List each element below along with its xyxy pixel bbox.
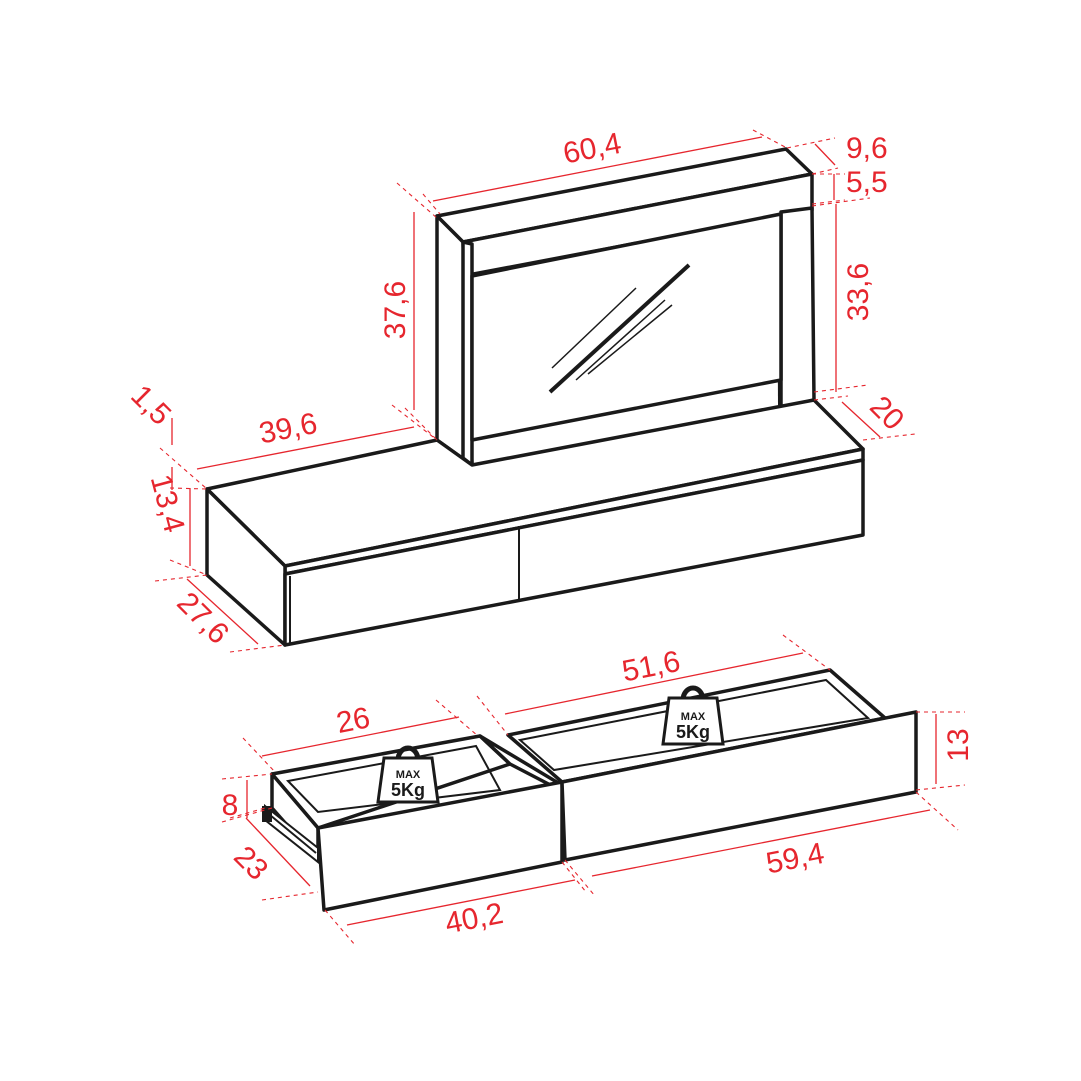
dim-large-drawer-inner-width: 51,6 (619, 645, 683, 689)
dim-cabinet-depth: 27,6 (170, 586, 235, 651)
weight-icon: MAX 5Kg (376, 745, 440, 804)
dimension-lines (154, 129, 966, 946)
dim-top-thickness: 1,5 (124, 379, 177, 432)
dim-small-drawer-inner-width: 26 (334, 701, 373, 740)
dim-mirror-width: 60,4 (560, 127, 624, 171)
dim-small-drawer-height: 8 (222, 789, 239, 822)
dim-large-drawer-height: 13 (942, 728, 975, 761)
mirror-panel (470, 212, 783, 442)
weight-max-label: MAX (396, 769, 421, 781)
mirror-glass (548, 263, 691, 394)
dim-mirror-side-depth: 20 (863, 390, 910, 437)
dim-mirror-inner-height: 33,6 (842, 263, 875, 321)
dim-large-drawer-front-width: 59,4 (763, 837, 827, 881)
cabinet-front (283, 458, 865, 647)
dim-mirror-height: 37,6 (379, 281, 412, 339)
dim-small-drawer-front-width: 40,2 (442, 897, 506, 941)
dim-top-offset: 39,6 (256, 407, 320, 451)
mirror-right-post (779, 206, 816, 410)
dim-mirror-top-height: 5,5 (846, 166, 888, 199)
dim-mirror-top-depth: 9,6 (846, 132, 888, 165)
weight-load-label: 5Kg (676, 722, 710, 742)
dim-cabinet-height: 13,4 (144, 471, 191, 536)
cabinet (205, 398, 865, 647)
dim-small-drawer-depth: 23 (227, 840, 274, 887)
weight-load-label: 5Kg (391, 780, 425, 800)
drawer-slide-icon (262, 803, 319, 865)
mirror-unit (435, 147, 816, 467)
weight-max-label: MAX (681, 711, 706, 723)
weight-icon: MAX 5Kg (661, 685, 725, 746)
large-drawer-inner (517, 678, 871, 772)
